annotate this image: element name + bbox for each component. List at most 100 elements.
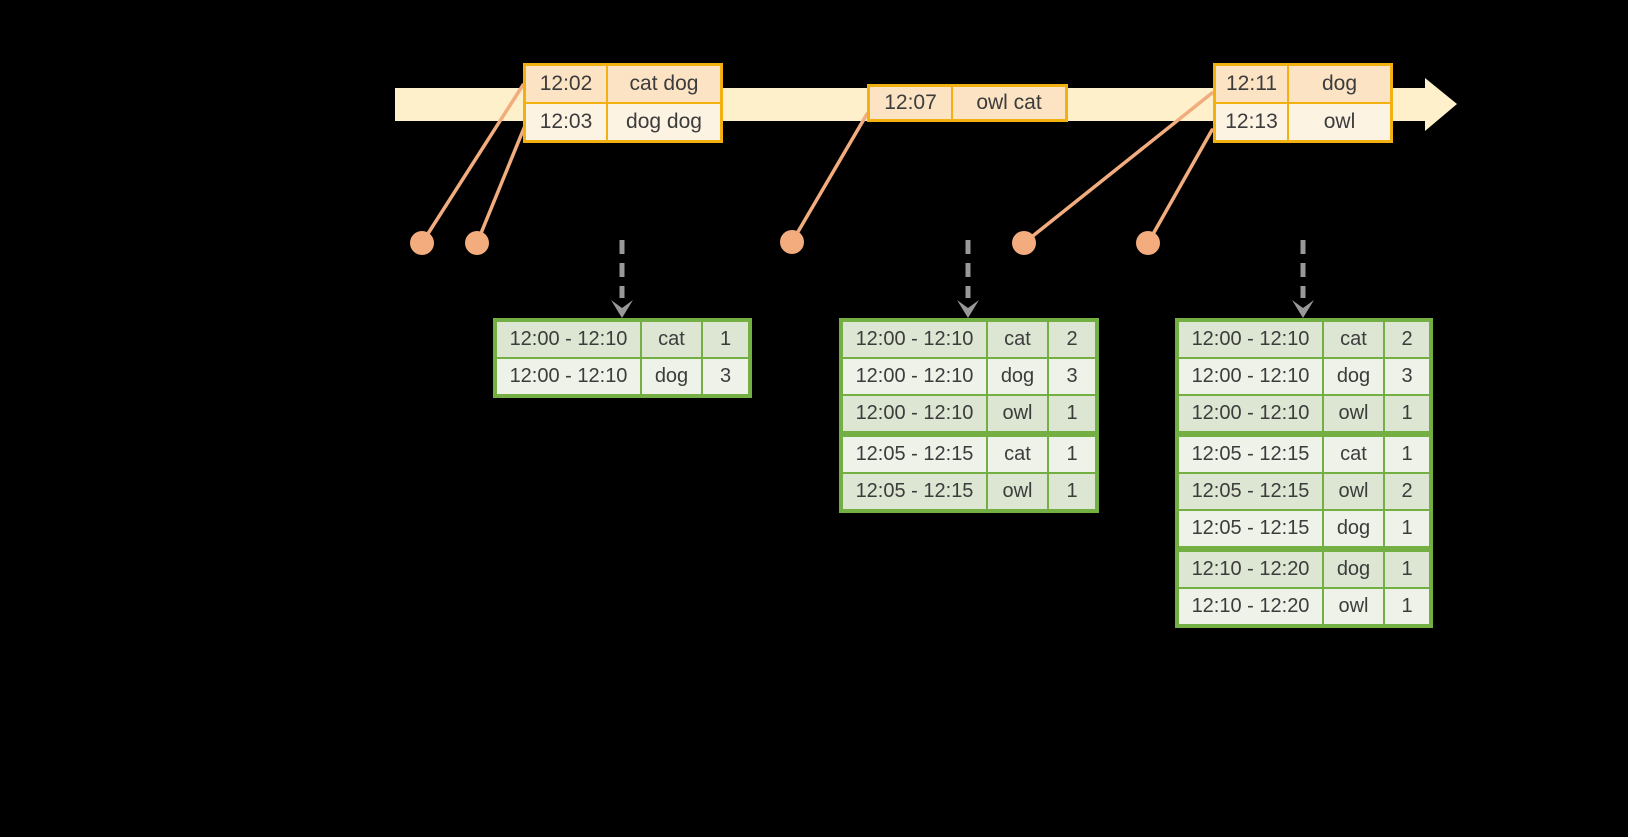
event-dot bbox=[1012, 231, 1036, 255]
count-cell: 1 bbox=[1049, 437, 1095, 472]
window-cell: 12:00 - 12:10 bbox=[1179, 322, 1322, 357]
count-cell: 2 bbox=[1049, 322, 1095, 357]
count-cell: 3 bbox=[1385, 359, 1429, 394]
count-cell: 2 bbox=[1385, 322, 1429, 357]
event-words-cell: owl bbox=[1289, 104, 1390, 140]
event-words-cell: dog bbox=[1289, 66, 1390, 102]
window-cell: 12:00 - 12:10 bbox=[1179, 359, 1322, 394]
event-dot bbox=[780, 230, 804, 254]
event-dot bbox=[465, 231, 489, 255]
event-connector-line bbox=[1146, 128, 1214, 245]
window-cell: 12:05 - 12:15 bbox=[843, 437, 986, 472]
window-cell: 12:05 - 12:15 bbox=[1179, 474, 1322, 509]
event-dot bbox=[410, 231, 434, 255]
word-cell: owl bbox=[1324, 474, 1383, 509]
trigger-arrow bbox=[957, 240, 979, 318]
window-cell: 12:00 - 12:10 bbox=[1179, 396, 1322, 431]
word-cell: owl bbox=[1324, 396, 1383, 431]
word-cell: owl bbox=[988, 474, 1047, 509]
timeline-arrowhead-icon bbox=[1425, 78, 1457, 131]
window-cell: 12:00 - 12:10 bbox=[497, 359, 640, 394]
word-cell: cat bbox=[988, 437, 1047, 472]
event-dot bbox=[1136, 231, 1160, 255]
window-cell: 12:10 - 12:20 bbox=[1179, 589, 1322, 624]
count-cell: 3 bbox=[703, 359, 748, 394]
event-connector-line bbox=[420, 83, 525, 245]
count-cell: 2 bbox=[1385, 474, 1429, 509]
event-connector-line bbox=[475, 126, 526, 245]
word-cell: dog bbox=[1324, 511, 1383, 546]
event-connector-line bbox=[790, 112, 869, 244]
window-cell: 12:00 - 12:10 bbox=[843, 359, 986, 394]
count-cell: 1 bbox=[703, 322, 748, 357]
event-time-cell: 12:11 bbox=[1216, 66, 1287, 102]
arrow-down-icon bbox=[957, 300, 979, 318]
window-cell: 12:00 - 12:10 bbox=[843, 396, 986, 431]
trigger-arrow bbox=[611, 240, 633, 318]
word-cell: dog bbox=[1324, 552, 1383, 587]
window-cell: 12:00 - 12:10 bbox=[843, 322, 986, 357]
word-cell: dog bbox=[988, 359, 1047, 394]
word-cell: cat bbox=[1324, 437, 1383, 472]
event-time-cell: 12:07 bbox=[870, 87, 951, 119]
event-time-cell: 12:02 bbox=[526, 66, 606, 102]
window-cell: 12:00 - 12:10 bbox=[497, 322, 640, 357]
window-cell: 12:05 - 12:15 bbox=[843, 474, 986, 509]
count-cell: 1 bbox=[1049, 474, 1095, 509]
word-cell: owl bbox=[1324, 589, 1383, 624]
event-time-cell: 12:13 bbox=[1216, 104, 1287, 140]
arrow-down-icon bbox=[1292, 300, 1314, 318]
window-cell: 12:10 - 12:20 bbox=[1179, 552, 1322, 587]
word-cell: owl bbox=[988, 396, 1047, 431]
window-cell: 12:05 - 12:15 bbox=[1179, 437, 1322, 472]
trigger-arrow bbox=[1292, 240, 1314, 318]
event-words-cell: cat dog bbox=[608, 66, 720, 102]
count-cell: 1 bbox=[1385, 511, 1429, 546]
word-cell: dog bbox=[1324, 359, 1383, 394]
word-cell: dog bbox=[642, 359, 701, 394]
word-cell: cat bbox=[988, 322, 1047, 357]
window-cell: 12:05 - 12:15 bbox=[1179, 511, 1322, 546]
count-cell: 1 bbox=[1385, 396, 1429, 431]
event-time-cell: 12:03 bbox=[526, 104, 606, 140]
arrow-down-icon bbox=[611, 300, 633, 318]
word-cell: cat bbox=[1324, 322, 1383, 357]
event-words-cell: dog dog bbox=[608, 104, 720, 140]
word-cell: cat bbox=[642, 322, 701, 357]
event-connector-line bbox=[1022, 91, 1214, 245]
count-cell: 1 bbox=[1049, 396, 1095, 431]
count-cell: 1 bbox=[1385, 437, 1429, 472]
count-cell: 3 bbox=[1049, 359, 1095, 394]
count-cell: 1 bbox=[1385, 552, 1429, 587]
